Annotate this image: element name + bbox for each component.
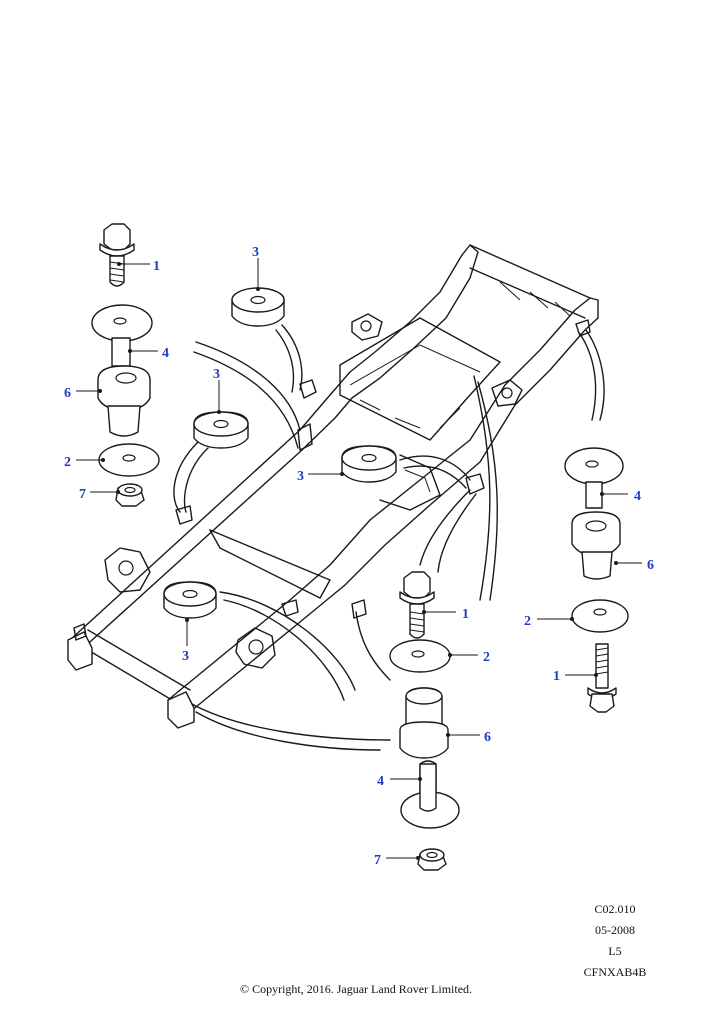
- callout-2-washer-left: 2: [64, 455, 71, 470]
- callout-3-pad-front: 3: [182, 649, 189, 664]
- callout-1-bolt-right: 1: [553, 669, 560, 684]
- rubber-pad-upper: [231, 287, 285, 327]
- callout-1-bolt-center: 1: [462, 607, 469, 622]
- rubber-bush-right: [571, 511, 621, 580]
- chassis-frame: [67, 244, 599, 729]
- rubber-pad-front: [163, 581, 217, 619]
- callout-2-washer-center: 2: [483, 650, 490, 665]
- rubber-pad-left: [193, 411, 249, 449]
- callout-4-washer-center: 4: [377, 774, 384, 789]
- spacer-washer-center: [400, 760, 460, 829]
- callout-3-pad-left: 3: [213, 367, 220, 382]
- callout-labels: 1 4 6 2 7 3 3 3 3 4 6 2 1 1 2 6 4 7: [64, 245, 654, 868]
- callout-7-nut-center: 7: [374, 853, 381, 868]
- callout-2-washer-right: 2: [524, 614, 531, 629]
- diagram-level: L5: [608, 944, 622, 958]
- callout-4-washer-left: 4: [162, 346, 169, 361]
- plain-washer: [98, 443, 160, 477]
- flange-nut-center: [417, 848, 447, 871]
- spacer-washer: [91, 304, 153, 367]
- diagram-reference: C02.010: [594, 902, 636, 916]
- flange-nut: [115, 483, 145, 507]
- assembly-leader-curves: [173, 324, 605, 751]
- callout-6-bush-center: 6: [484, 730, 491, 745]
- diagram-date: 05-2008: [595, 923, 635, 937]
- plain-washer-right: [571, 599, 629, 633]
- callout-4-washer-right: 4: [634, 489, 641, 504]
- flange-bolt-right: [587, 643, 617, 713]
- copyright-notice: © Copyright, 2016. Jaguar Land Rover Lim…: [239, 982, 473, 996]
- callout-6-bush-right: 6: [647, 558, 654, 573]
- flange-bolt: [99, 223, 135, 287]
- left-mount-stack: [91, 223, 160, 507]
- plain-washer-center: [389, 639, 451, 673]
- diagram-code: CFNXAB4B: [583, 965, 647, 979]
- spacer-washer-right: [564, 447, 624, 509]
- callout-3-pad-upper: 3: [252, 245, 259, 260]
- right-mount-stack: [564, 447, 629, 713]
- center-mount-stack: [389, 571, 460, 871]
- callout-6-bush-left: 6: [64, 386, 71, 401]
- flange-bolt-center: [399, 571, 435, 639]
- callout-1-bolt-left: 1: [153, 259, 160, 274]
- callout-3-pad-center: 3: [297, 469, 304, 484]
- rubber-bush-center: [399, 687, 449, 759]
- rubber-pad-center: [341, 445, 397, 483]
- callout-7-nut-left: 7: [79, 487, 86, 502]
- callout-leaders: [76, 258, 642, 860]
- rubber-bush: [97, 365, 151, 437]
